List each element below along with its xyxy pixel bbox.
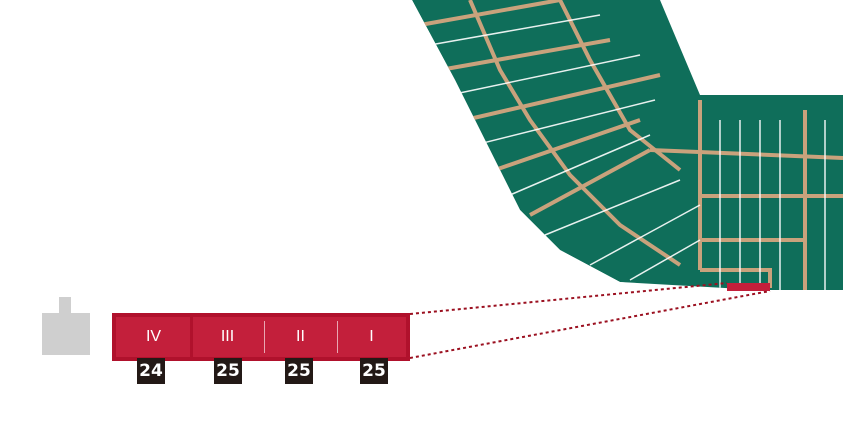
highlighted-block-marker[interactable]	[727, 283, 770, 291]
connector-line-top	[409, 282, 728, 315]
seating-area	[412, 0, 843, 290]
connector-line-bottom	[409, 290, 771, 359]
seat-count-badge-i: 25	[360, 358, 388, 384]
section-label: II	[296, 328, 305, 345]
seat-count-badge-iv: 24	[137, 358, 165, 384]
block-detail: IV III II I	[112, 313, 410, 361]
entrance-icon	[42, 297, 90, 355]
section-label: I	[369, 328, 374, 345]
section-ii[interactable]: II	[264, 317, 337, 357]
section-label: IV	[145, 328, 162, 345]
section-iii[interactable]: III	[190, 313, 264, 361]
section-iv[interactable]: IV	[116, 317, 191, 357]
section-label: III	[220, 328, 235, 345]
section-i[interactable]: I	[337, 317, 406, 357]
seat-count-badge-ii: 25	[285, 358, 313, 384]
seat-count-badge-iii: 25	[214, 358, 242, 384]
